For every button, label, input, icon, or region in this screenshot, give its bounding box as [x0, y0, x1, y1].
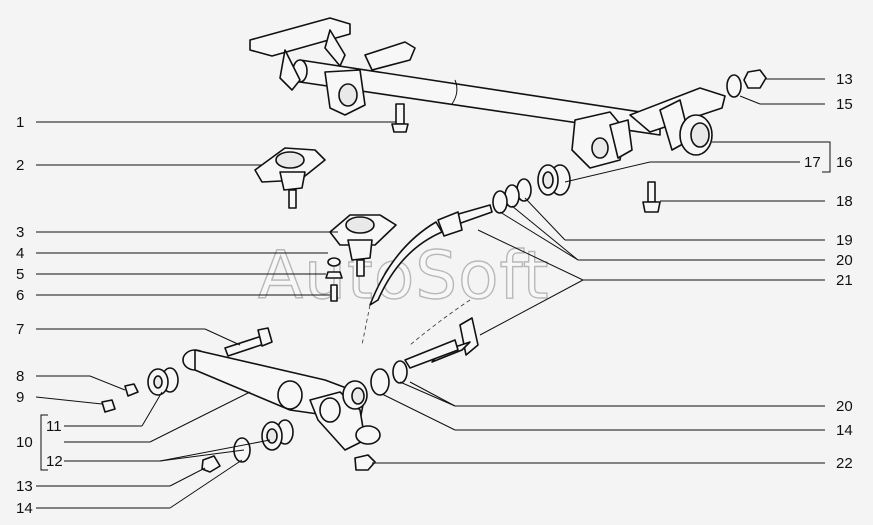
- callout-labels: 1 2 3 4 5 6 7 8 9 10 11 12 13 14 13 15 1…: [16, 71, 853, 517]
- callout-16: 16: [836, 154, 853, 171]
- callout-3: 3: [16, 224, 24, 241]
- callout-13-right: 13: [836, 71, 853, 88]
- ball-joint-part-2: [254, 147, 326, 209]
- washer-part-14-lower: [370, 368, 390, 396]
- callout-12: 12: [46, 453, 63, 470]
- callout-20-lower: 20: [836, 398, 853, 415]
- washer-part-8: [124, 383, 139, 397]
- bolt-part-7: [224, 327, 273, 357]
- callout-20-upper: 20: [836, 252, 853, 269]
- callout-1: 1: [16, 114, 24, 131]
- ball-joint-part-3: [329, 214, 397, 277]
- washer-part-20-lower: [392, 360, 408, 384]
- callout-14-left: 14: [16, 500, 33, 517]
- nut-part-22: [354, 454, 376, 471]
- callout-6: 6: [16, 287, 24, 304]
- washer-part-4: [327, 257, 341, 267]
- callout-21: 21: [836, 272, 853, 289]
- callout-14-right: 14: [836, 422, 853, 439]
- callout-4: 4: [16, 245, 24, 262]
- bolt-part-18: [642, 181, 661, 213]
- callout-11: 11: [46, 418, 62, 435]
- leader-lines: [35, 78, 831, 509]
- callout-2: 2: [16, 157, 24, 174]
- callout-5: 5: [16, 266, 24, 283]
- bush-part-12: [261, 419, 294, 451]
- callout-17: 17: [804, 154, 821, 171]
- nut-part-13-lower: [201, 455, 221, 473]
- callout-13-left: 13: [16, 478, 33, 495]
- crossmember-beam: [249, 17, 726, 169]
- callout-22: 22: [836, 455, 853, 472]
- washer-part-15: [726, 74, 742, 98]
- nut-part-9: [101, 399, 116, 413]
- callout-10: 10: [16, 434, 33, 451]
- washer-part-20b-upper: [492, 190, 508, 214]
- callout-7: 7: [16, 321, 24, 338]
- bolt-part-6: [330, 284, 338, 302]
- callout-15: 15: [836, 96, 853, 113]
- callout-8: 8: [16, 368, 24, 385]
- bush-part-11: [147, 367, 179, 396]
- strut-rod-part-21: [361, 204, 493, 369]
- callout-19: 19: [836, 232, 853, 249]
- bolt-part-1: [391, 103, 409, 133]
- callout-9: 9: [16, 389, 24, 406]
- nut-part-5: [325, 271, 343, 279]
- bush-part-17: [537, 164, 571, 196]
- nut-part-13: [743, 69, 767, 89]
- lower-control-arm: [182, 349, 381, 451]
- callout-18: 18: [836, 193, 853, 210]
